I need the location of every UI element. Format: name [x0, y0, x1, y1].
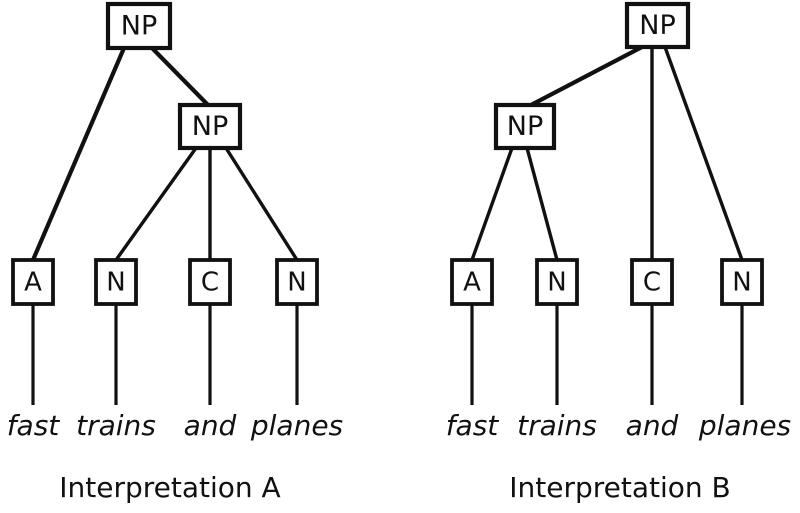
node-label-a-pos-4: N [287, 268, 306, 298]
caption-interpretation-b: Interpretation B [509, 471, 731, 504]
node-box-a-np-mid[interactable] [177, 102, 243, 151]
word-label-0: fast [446, 409, 500, 442]
node-b-np-root[interactable]: NP [624, 1, 691, 50]
word-label-3: planes [698, 409, 791, 442]
node-label-a-np-root: NP [121, 11, 157, 42]
node-box-a-pos-1[interactable] [11, 258, 55, 306]
word-label-3: planes [250, 409, 343, 442]
node-box-b-np-mid[interactable] [493, 102, 557, 151]
caption-interpretation-a: Interpretation A [59, 471, 280, 504]
node-b-pos-4[interactable]: N [720, 258, 764, 306]
word-label-1: trains [517, 409, 597, 442]
node-box-b-pos-2[interactable] [535, 258, 579, 306]
node-a-pos-1[interactable]: A [11, 258, 55, 306]
node-b-np-mid[interactable]: NP [493, 102, 557, 151]
node-a-pos-3[interactable]: C [188, 258, 232, 306]
node-label-a-np-mid: NP [192, 111, 228, 142]
node-box-a-pos-4[interactable] [275, 258, 319, 306]
node-b-pos-2[interactable]: N [535, 258, 579, 306]
edge-group [31, 46, 299, 261]
tree-edge-a-np-mid-to-a-pos-4 [224, 147, 299, 261]
node-a-np-mid[interactable]: NP [177, 102, 243, 151]
tree-edge-a-np-mid-to-a-pos-2 [114, 147, 198, 261]
word-stem-group [31, 304, 299, 405]
tree-edge-b-np-root-to-b-pos-4 [663, 46, 744, 261]
node-box-a-pos-2[interactable] [94, 258, 138, 306]
tree-edge-b-np-root-to-b-np-mid [530, 45, 643, 107]
node-box-b-pos-1[interactable] [450, 258, 494, 306]
edge-group [470, 45, 744, 261]
node-label-b-pos-3: C [643, 268, 661, 298]
node-box-b-np-root[interactable] [624, 1, 691, 50]
tree-edge-a-np-root-to-a-np-mid [150, 46, 210, 107]
node-label-a-pos-1: A [24, 268, 42, 298]
word-label-2: and [184, 409, 237, 442]
word-label-0: fast [7, 409, 61, 442]
tree-edge-b-np-mid-to-b-pos-1 [470, 147, 514, 261]
node-a-pos-4[interactable]: N [275, 258, 319, 306]
tree-edge-b-np-mid-to-b-pos-2 [525, 147, 559, 261]
node-label-b-pos-1: A [463, 268, 481, 298]
node-label-a-pos-2: N [106, 268, 125, 298]
node-label-b-pos-4: N [732, 268, 751, 298]
node-label-b-pos-2: N [547, 268, 566, 298]
node-box-b-pos-3[interactable] [630, 258, 674, 306]
node-b-pos-3[interactable]: C [630, 258, 674, 306]
node-a-np-root[interactable]: NP [105, 1, 173, 51]
node-b-pos-1[interactable]: A [450, 258, 494, 306]
node-label-b-np-mid: NP [507, 111, 543, 142]
word-label-1: trains [76, 409, 156, 442]
node-box-a-np-root[interactable] [105, 1, 173, 51]
node-a-pos-2[interactable]: N [94, 258, 138, 306]
node-label-a-pos-3: C [201, 268, 219, 298]
node-box-b-pos-4[interactable] [720, 258, 764, 306]
tree-edge-a-np-root-to-a-pos-1 [31, 47, 126, 261]
word-stem-group [470, 304, 744, 405]
node-box-a-pos-3[interactable] [188, 258, 232, 306]
node-label-b-np-root: NP [639, 10, 675, 41]
word-label-2: and [626, 409, 679, 442]
